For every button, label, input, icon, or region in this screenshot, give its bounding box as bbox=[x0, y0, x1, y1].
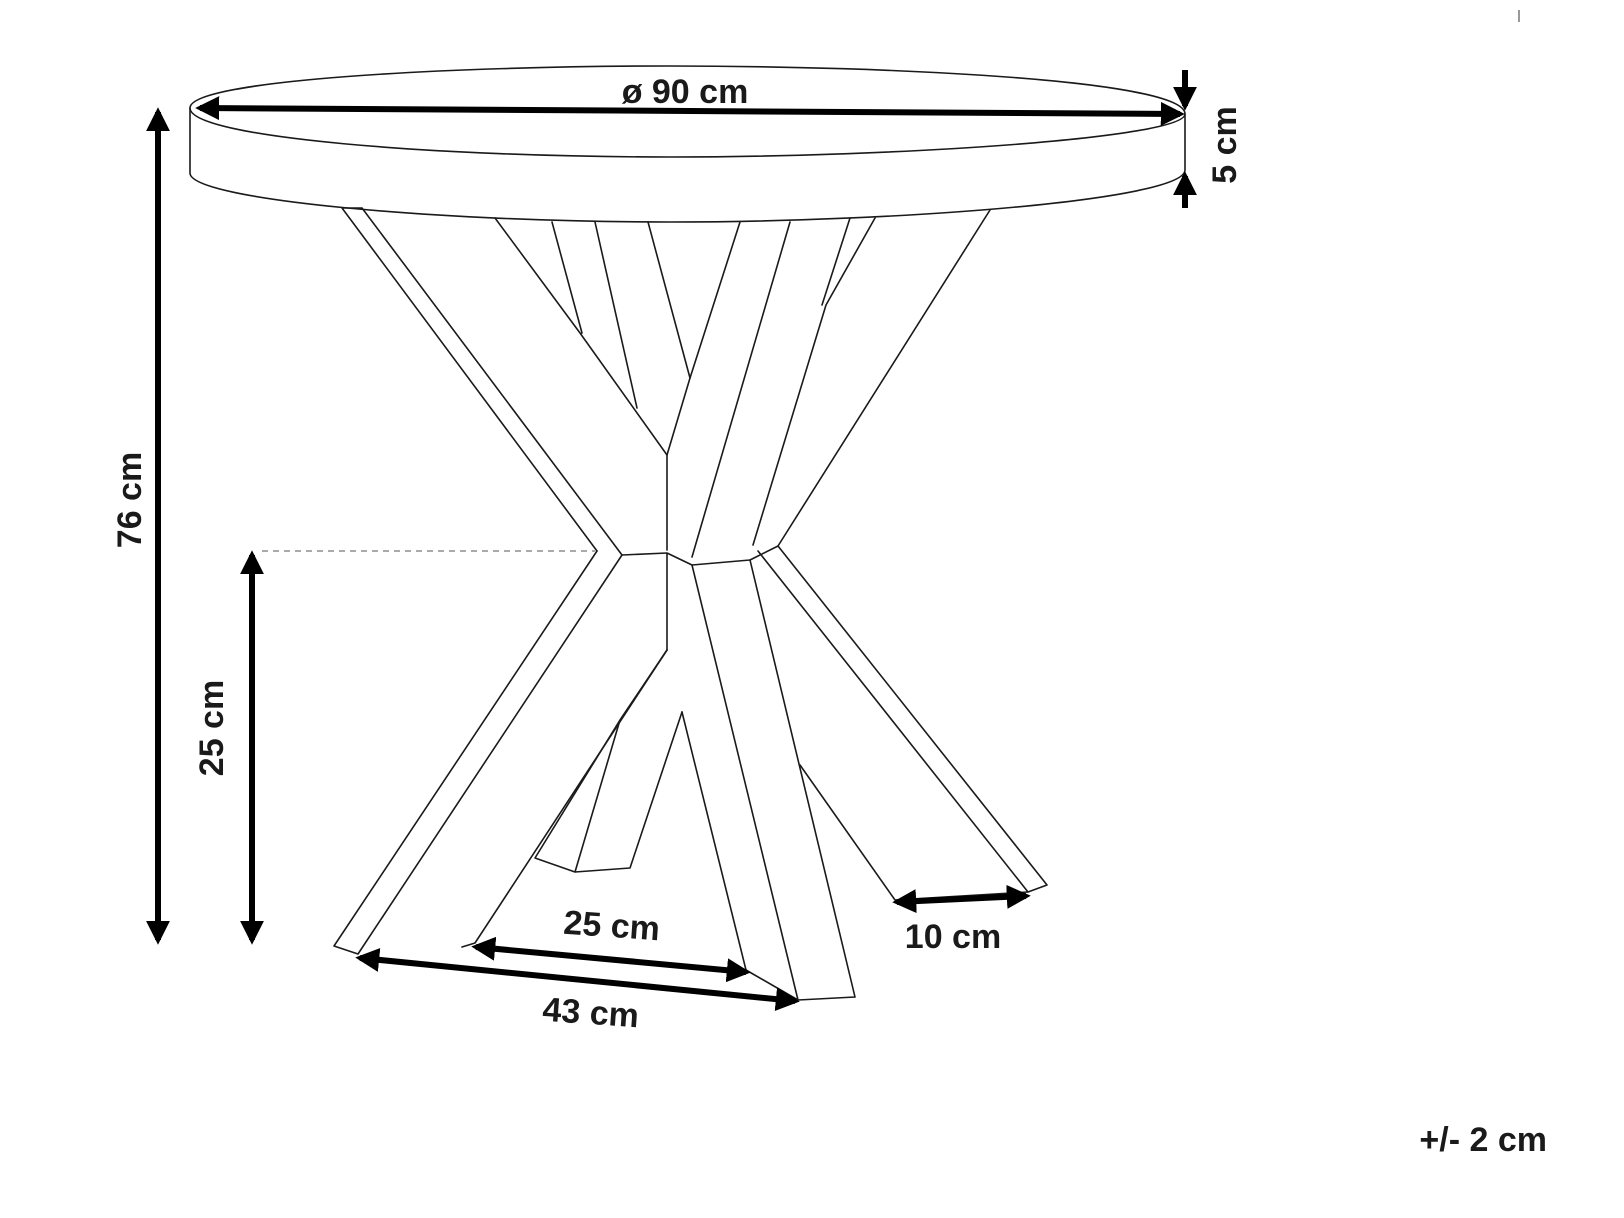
tolerance-label: +/- 2 cm bbox=[1419, 1121, 1547, 1159]
leg-upper-center-left bbox=[494, 217, 691, 551]
inner-span-label: 25 cm bbox=[562, 904, 661, 949]
leg-lower-right bbox=[757, 545, 1048, 901]
table-top-edge bbox=[189, 107, 1186, 223]
diameter-label: ø 90 cm bbox=[622, 73, 749, 111]
cross-height-label: 25 cm bbox=[193, 680, 231, 776]
height-label: 76 cm bbox=[111, 452, 149, 548]
diameter-arrow bbox=[195, 96, 1185, 126]
leg-width-arrow bbox=[892, 884, 1031, 914]
leg-upper-front bbox=[666, 209, 991, 558]
leg-width-label: 10 cm bbox=[905, 918, 1001, 956]
leg-upper-left bbox=[341, 207, 623, 556]
leg-lower-center bbox=[534, 649, 683, 873]
table-top bbox=[189, 65, 1186, 223]
outer-span-label: 43 cm bbox=[541, 991, 640, 1036]
inner-span-arrow bbox=[471, 936, 751, 983]
leg-lower-left bbox=[333, 550, 623, 955]
table-base bbox=[333, 207, 1048, 1001]
top-thickness-label: 5 cm bbox=[1206, 106, 1244, 184]
outer-span-arrow bbox=[355, 947, 800, 1012]
leg-lower-front bbox=[691, 559, 856, 1001]
